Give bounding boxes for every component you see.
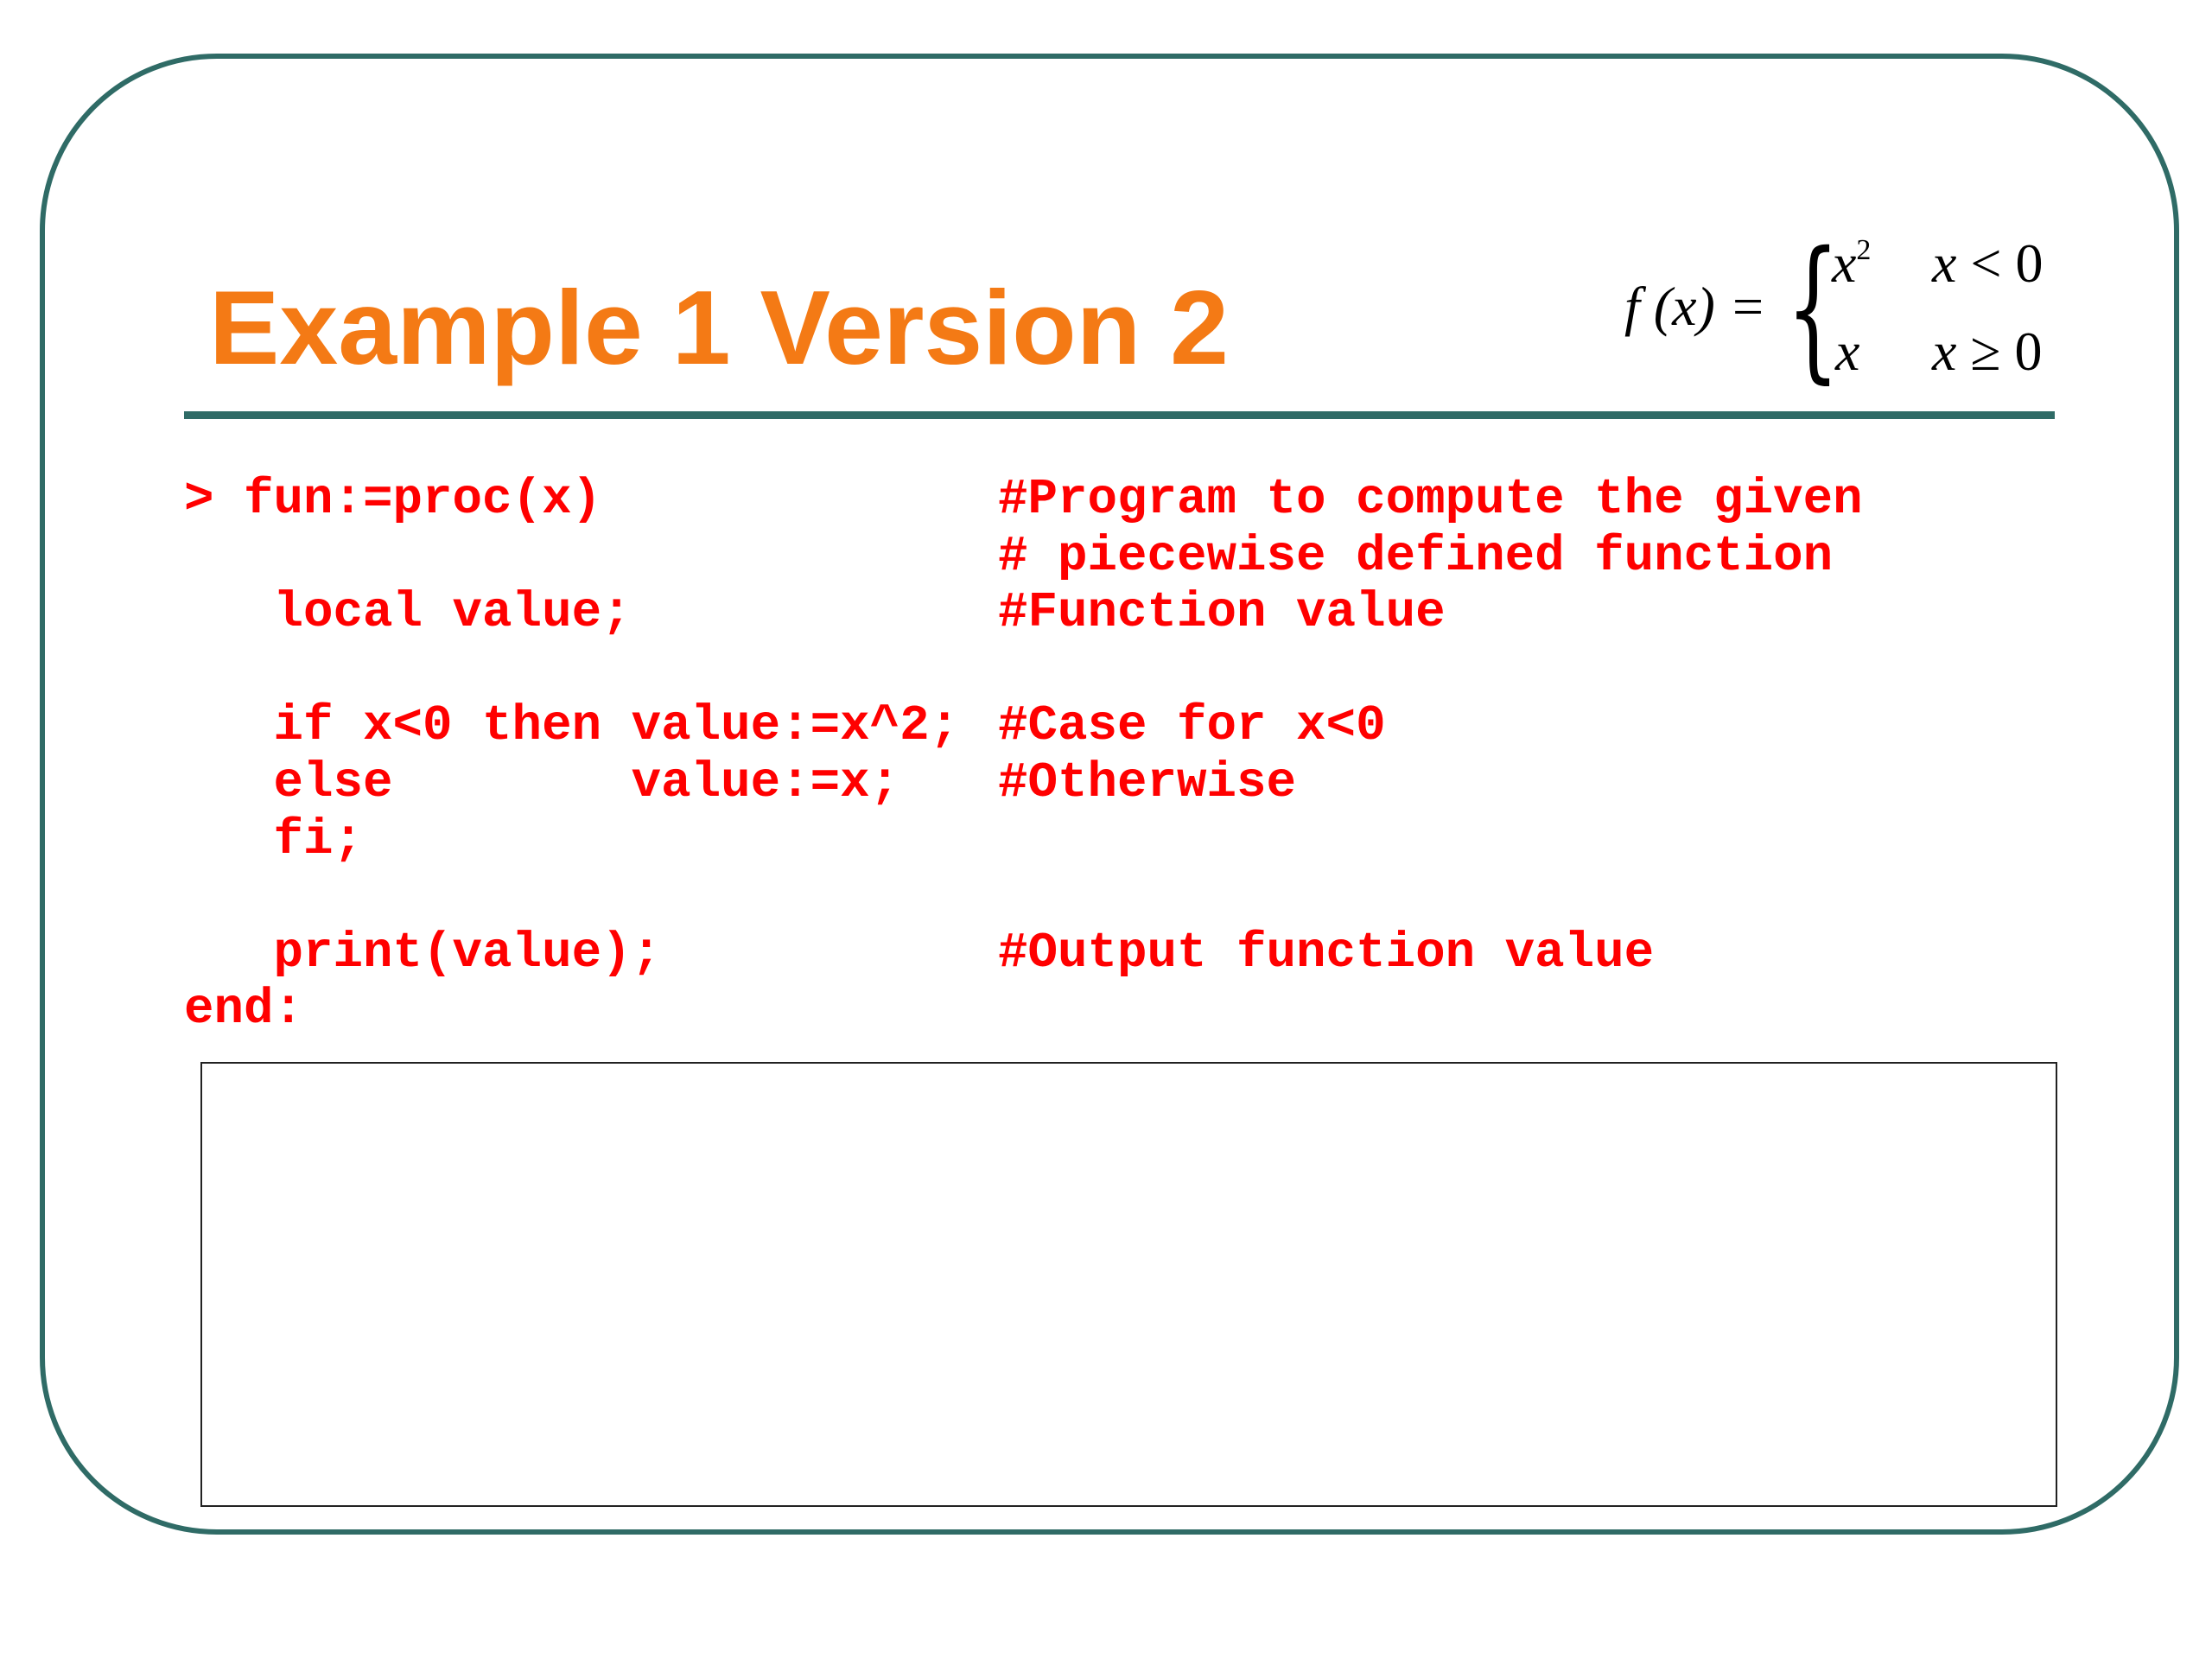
formula-case1-base: x (1832, 232, 1857, 294)
formula-case2-cond: x ≥ 0 (1932, 320, 2043, 384)
output-box (200, 1062, 2057, 1507)
code-comment: #Function value (998, 585, 1446, 642)
formula-case1-exponent: 2 (1856, 234, 1872, 266)
code-statement: print(value); (184, 925, 662, 982)
code-statement: local value; (184, 585, 632, 642)
code-comment: #Program to compute the given (998, 472, 1863, 528)
code-line: end: (184, 982, 1863, 1039)
formula-case1-cond-var: x (1932, 232, 1957, 294)
code-line: > fun:=proc(x) #Program to compute the gi… (184, 472, 1863, 529)
formula-case2-expr: x (1835, 321, 1860, 382)
formula-case1-cond-rest: < 0 (1970, 232, 2044, 294)
formula-case1-expr: x2 (1832, 232, 1871, 296)
formula-case2-cond-var: x (1932, 321, 1957, 382)
code-comment: #Otherwise (998, 754, 1297, 811)
code-comment: # piecewise defined function (998, 528, 1834, 585)
formula-case1-cond: x < 0 (1932, 232, 2044, 296)
slide-title: Example 1 Version 2 (209, 269, 1229, 386)
code-line: else value:=x; #Otherwise (184, 755, 1863, 812)
formula-lhs: f (x) = (1624, 276, 1766, 337)
code-statement: end: (184, 982, 304, 1039)
code-line: # piecewise defined function (184, 529, 1863, 586)
code-line (184, 642, 1863, 699)
code-statement: if x<0 then value:=x^2; (184, 698, 960, 755)
code-line: local value; #Function value (184, 585, 1863, 642)
code-line (184, 868, 1863, 925)
code-statement: fi; (184, 811, 364, 868)
code-block: > fun:=proc(x) #Program to compute the gi… (184, 472, 1863, 1039)
code-line: fi; (184, 812, 1863, 869)
title-divider (184, 411, 2055, 419)
code-comment: #Case for x<0 (998, 698, 1386, 755)
code-statement: > fun:=proc(x) (184, 472, 602, 528)
code-comment: #Output function value (998, 925, 1655, 982)
piecewise-formula: f (x) = { x2 x < 0 x x ≥ 0 (1624, 232, 2056, 396)
slide-frame (40, 54, 2179, 1535)
formula-brace: { (1786, 219, 1840, 397)
code-statement: else value:=x; (184, 754, 900, 811)
code-line: print(value); #Output function value (184, 925, 1863, 982)
formula-case2-cond-rest: ≥ 0 (1970, 321, 2043, 382)
code-line: if x<0 then value:=x^2; #Case for x<0 (184, 698, 1863, 755)
